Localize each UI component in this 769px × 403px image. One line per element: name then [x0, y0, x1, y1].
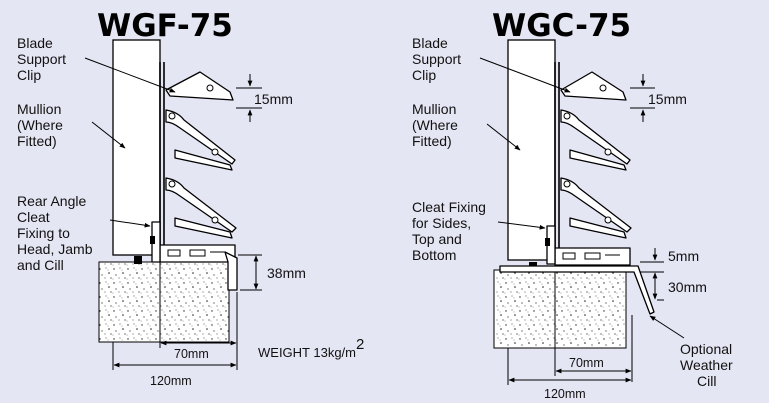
- wgc75-dim-70mm: 70mm: [569, 356, 604, 370]
- svg-text:Top and: Top and: [412, 231, 462, 247]
- wgc75-blades: [560, 71, 632, 239]
- wgc75-dim-120mm: 120mm: [544, 387, 586, 401]
- svg-text:Blade: Blade: [17, 35, 53, 51]
- svg-text:(Where: (Where: [412, 117, 458, 133]
- svg-text:Cleat Fixing: Cleat Fixing: [412, 199, 486, 215]
- svg-text:Head, Jamb: Head, Jamb: [17, 241, 93, 257]
- wgf75-blade-label: Blade Support Clip: [17, 35, 66, 83]
- svg-text:Bottom: Bottom: [412, 247, 456, 263]
- svg-text:Clip: Clip: [17, 67, 41, 83]
- wgf75-dim-15mm: 15mm: [254, 91, 293, 107]
- svg-text:Mullion: Mullion: [412, 101, 456, 117]
- wgf75-frame: [159, 244, 236, 263]
- weather-cill-label: Optional Weather Cill: [680, 341, 733, 389]
- wgf75-title: WGF-75: [97, 8, 233, 44]
- wgf75-mullion-label: Mullion (Where Fitted): [17, 101, 63, 149]
- wgc75-blade-label: Blade Support Clip: [412, 35, 461, 83]
- wgc75-concrete: [493, 269, 627, 349]
- wgc75-dim-30mm: 30mm: [668, 279, 707, 295]
- svg-text:Fitted): Fitted): [412, 133, 452, 149]
- svg-text:Weather: Weather: [680, 357, 733, 373]
- svg-text:Fitted): Fitted): [17, 133, 57, 149]
- svg-text:Support: Support: [17, 51, 66, 67]
- wgf75-blades: [165, 71, 237, 239]
- svg-text:for Sides,: for Sides,: [412, 215, 471, 231]
- wgf75-cleat-label: Rear Angle Cleat Fixing to Head, Jamb an…: [17, 193, 93, 273]
- wgf75-section: WGF-75 Bla: [17, 8, 364, 388]
- weight-label: WEIGHT 13kg/m2: [258, 336, 364, 360]
- svg-text:Rear Angle: Rear Angle: [17, 193, 86, 209]
- svg-text:Clip: Clip: [412, 67, 436, 83]
- svg-text:Cill: Cill: [697, 373, 716, 389]
- wgc75-cleat-label: Cleat Fixing for Sides, Top and Bottom: [412, 199, 486, 263]
- wgc75-section: WGC-75 Blade Support Cl: [412, 8, 733, 401]
- svg-text:Blade: Blade: [412, 35, 448, 51]
- svg-text:and Cill: and Cill: [17, 257, 64, 273]
- weather-cill: [499, 265, 655, 315]
- svg-text:(Where: (Where: [17, 117, 63, 133]
- wgf75-dim-38mm: 38mm: [267, 265, 306, 281]
- wgf75-dim-70mm: 70mm: [174, 347, 209, 361]
- wgf75-concrete: [98, 261, 230, 343]
- svg-text:Fixing to: Fixing to: [17, 225, 70, 241]
- svg-text:Optional: Optional: [680, 341, 732, 357]
- wgc75-title: WGC-75: [492, 8, 631, 44]
- wgc75-dim-15mm: 15mm: [648, 91, 687, 107]
- wgc75-mullion-label: Mullion (Where Fitted): [412, 101, 458, 149]
- wgc75-dim-5mm: 5mm: [668, 248, 699, 264]
- svg-text:Mullion: Mullion: [17, 101, 61, 117]
- wgc75-frame: [554, 247, 631, 266]
- wgf75-dim-120mm: 120mm: [150, 374, 192, 388]
- svg-text:Support: Support: [412, 51, 461, 67]
- svg-text:Cleat: Cleat: [17, 209, 50, 225]
